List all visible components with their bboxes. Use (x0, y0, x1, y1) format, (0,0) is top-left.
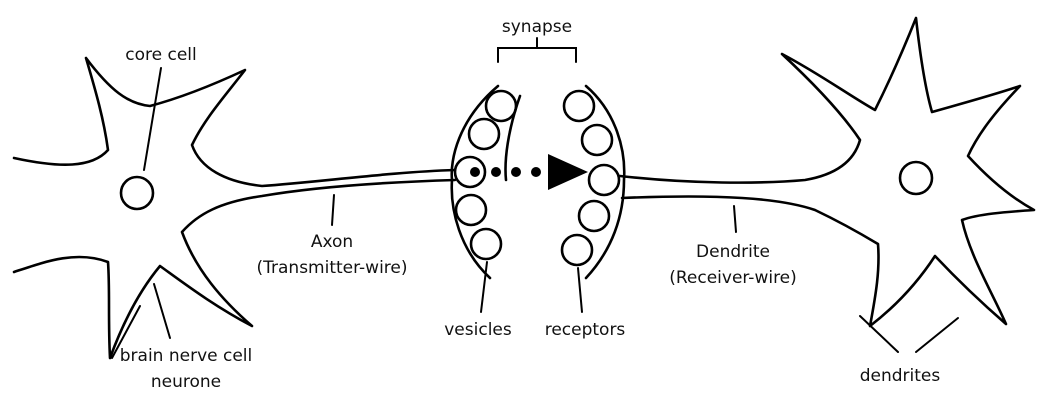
synapse-label: synapse (502, 17, 572, 37)
vesicle (486, 91, 516, 121)
arrow-dot (470, 167, 480, 177)
dotted-arrow-right-icon (470, 154, 588, 190)
core-cell-label: core cell (125, 45, 196, 65)
left-nucleus (121, 177, 153, 209)
dendrites-leader-2 (916, 318, 958, 352)
neurone-leader-1 (154, 284, 170, 338)
axon-sublabel: (Transmitter-wire) (257, 258, 408, 278)
receptor (564, 91, 594, 121)
axon-label: Axon (311, 232, 353, 252)
receptor (582, 125, 612, 155)
vesicles-label: vesicles (444, 320, 512, 340)
arrow-dot (531, 167, 541, 177)
arrow-dot (491, 167, 501, 177)
brain-nerve-cell-label: brain nerve cell (120, 346, 253, 366)
left-neuron-outline (14, 58, 455, 358)
receptors-leader (578, 268, 582, 312)
dendrites-leader-1 (860, 316, 898, 352)
dendrite-leader (734, 206, 736, 232)
axon-leader (332, 195, 334, 225)
core-cell-leader (144, 68, 161, 170)
vesicle (469, 119, 499, 149)
vesicle (456, 195, 486, 225)
synapse-region (452, 38, 625, 278)
receptor (562, 235, 592, 265)
arrow-dot (511, 167, 521, 177)
receptor (579, 201, 609, 231)
receptor (589, 165, 619, 195)
arrow-head (548, 154, 588, 190)
dendrites-label: dendrites (860, 366, 941, 386)
dendrite-sublabel: (Receiver-wire) (669, 268, 797, 288)
vesicle (471, 229, 501, 259)
neurone-label: neurone (151, 372, 221, 392)
left-neuron (14, 58, 455, 358)
receptors-label: receptors (545, 320, 626, 340)
right-nucleus (900, 162, 932, 194)
dendrite-label: Dendrite (696, 242, 770, 262)
synapse-bracket (498, 38, 576, 62)
